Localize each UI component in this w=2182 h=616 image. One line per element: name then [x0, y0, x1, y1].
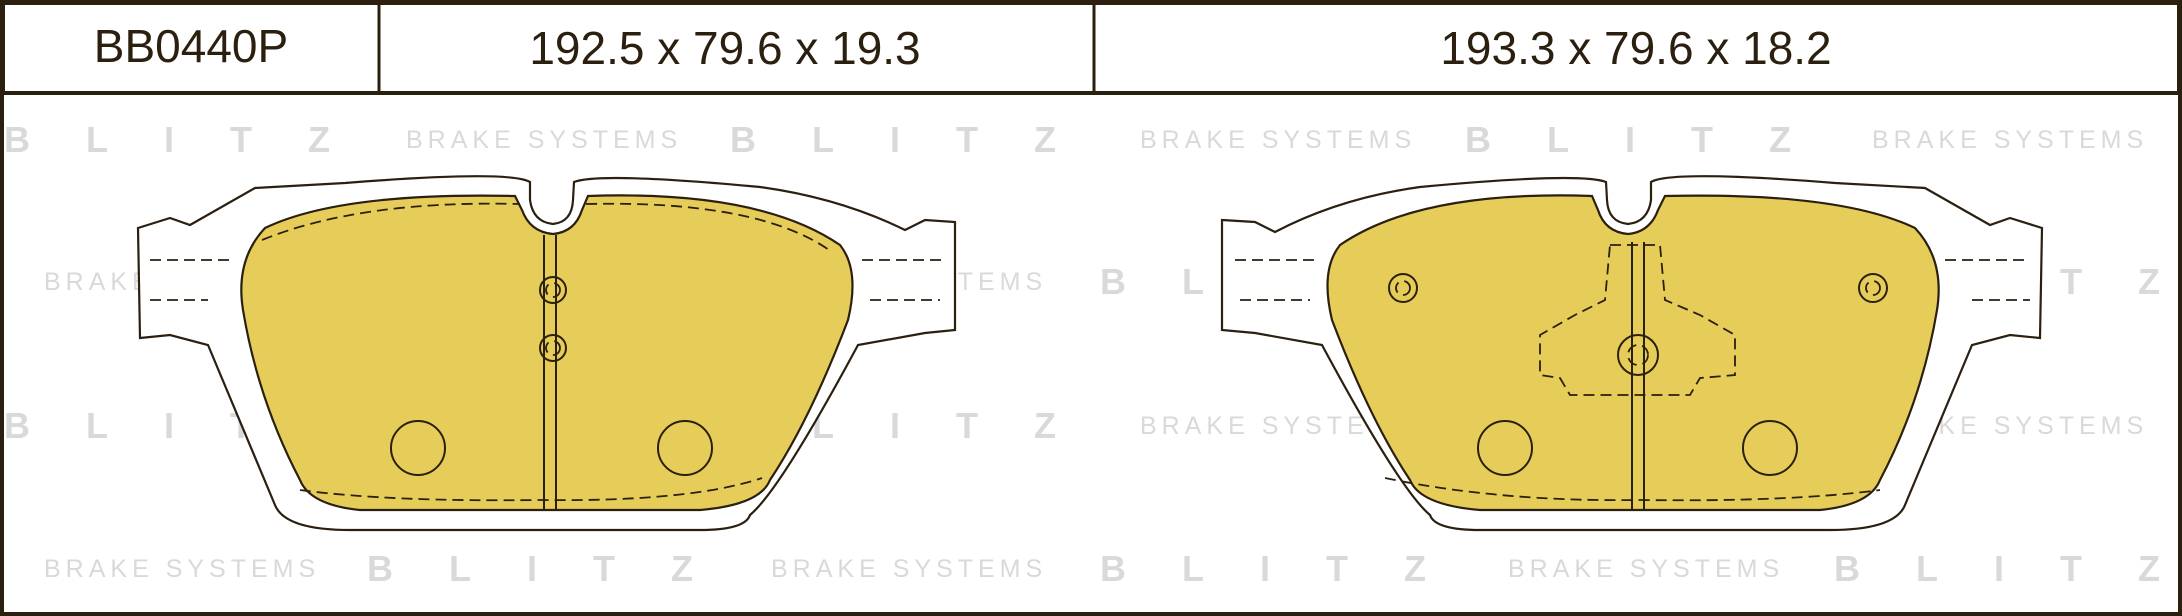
dashed-profile-right [1235, 259, 2030, 502]
pin-hole-inner [1395, 280, 1411, 296]
brake-pad-left [136, 175, 957, 532]
center-hole-inner [1627, 344, 1649, 366]
watermark-brake-systems: BRAKE SYSTEMS [1508, 555, 1784, 583]
pin-hole-inner [545, 282, 561, 298]
friction-material-right [1326, 194, 1940, 512]
pin-hole-inner [545, 340, 561, 356]
watermark-brake-systems: BRAKE SYSTEMS [1872, 126, 2148, 154]
watermark-blitz: BLITZ [1465, 119, 1847, 160]
dashed-profile-left [150, 202, 945, 502]
part-number: BB0440P [94, 20, 288, 72]
pin-hole [539, 334, 567, 362]
mount-hole [657, 420, 713, 476]
watermark-blitz: BLITZ [4, 119, 386, 160]
watermark-blitz: BLITZ [367, 548, 749, 589]
watermark-brake-systems: BRAKE SYSTEMS [1140, 126, 1416, 154]
pin-hole [539, 276, 567, 304]
brake-pad-right [1220, 175, 2044, 532]
pin-hole-inner [1865, 280, 1881, 296]
mount-hole [1742, 420, 1798, 476]
clip-outline [1539, 244, 1736, 396]
mount-hole [390, 420, 446, 476]
watermark-blitz: BLITZ [730, 119, 1112, 160]
header-row [1, 1, 2181, 95]
center-hole [1617, 334, 1659, 376]
watermark-blitz: BLITZ [1100, 548, 1482, 589]
watermark-blitz: BLITZ [1834, 548, 2182, 589]
dimensions-right: 193.3 x 79.6 x 18.2 [1440, 22, 1831, 74]
dimensions-left: 192.5 x 79.6 x 19.3 [529, 22, 920, 74]
watermark-brake-systems: BRAKE SYSTEMS [44, 555, 320, 583]
pin-hole [1388, 273, 1418, 303]
watermark-brake-systems: BRAKE SYSTEMS [406, 126, 682, 154]
spec-header: BB0440P 192.5 x 79.6 x 19.3 193.3 x 79.6… [1, 1, 2181, 95]
mount-hole [1477, 420, 1533, 476]
pin-hole [1858, 273, 1888, 303]
watermark-brake-systems: BRAKE SYSTEMS [771, 555, 1047, 583]
